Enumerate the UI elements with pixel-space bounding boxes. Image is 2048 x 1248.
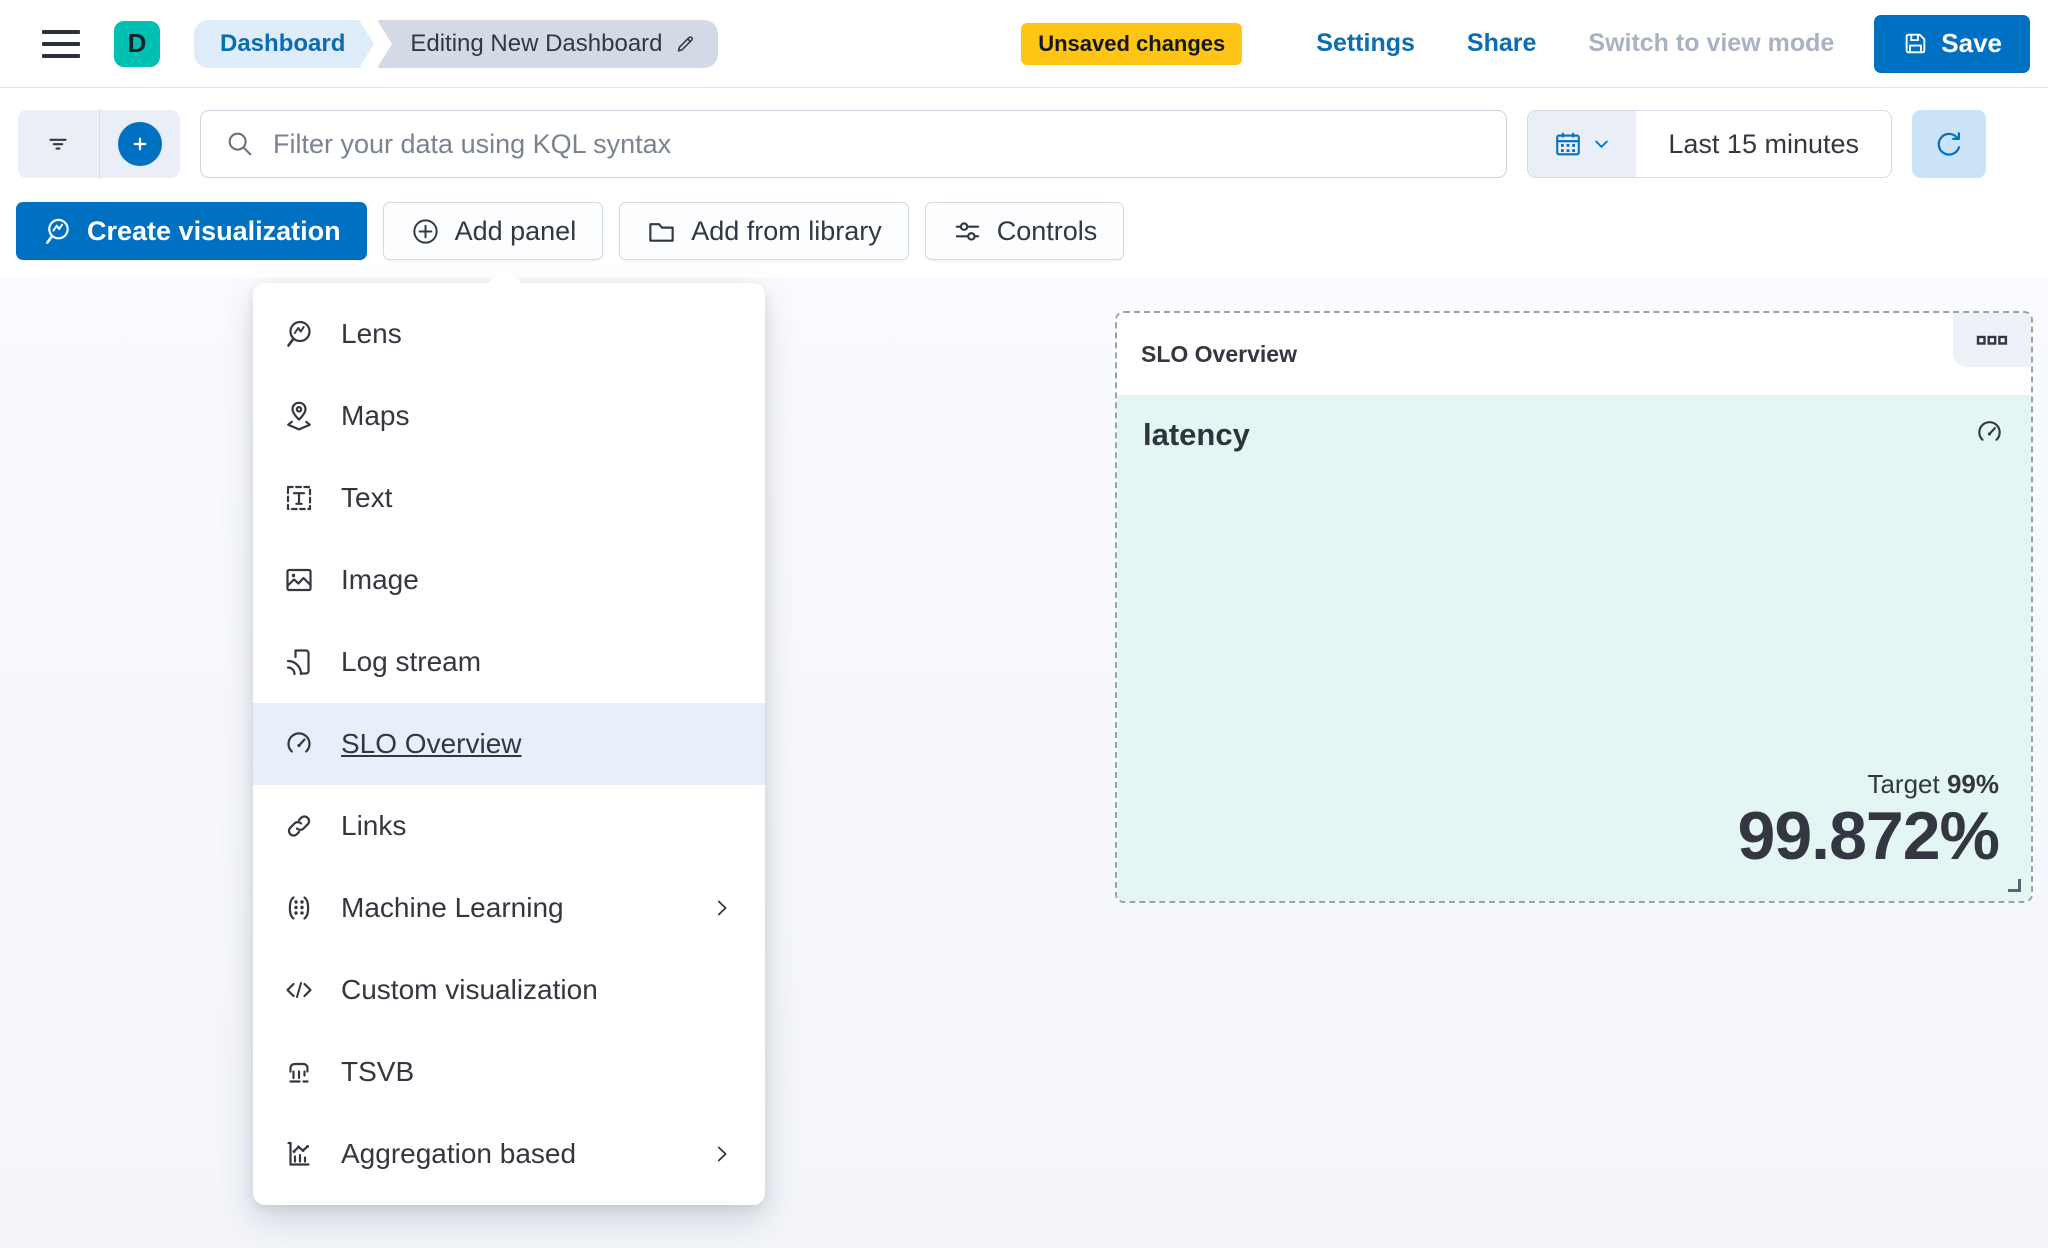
- panel-menu-item-custom-visualization[interactable]: Custom visualization: [253, 949, 765, 1031]
- log-stream-icon: [283, 646, 315, 678]
- link-icon: [283, 810, 315, 842]
- filter-icon-button[interactable]: [18, 110, 99, 178]
- dashboard-toolbar: Create visualization Add panel Add from …: [0, 200, 2048, 278]
- save-button-label: Save: [1941, 28, 2002, 58]
- panel-menu-item-aggregation-based[interactable]: Aggregation based: [253, 1113, 765, 1195]
- panel-menu-item-links[interactable]: Links: [253, 785, 765, 867]
- header-bar: D Dashboard Editing New Dashboard Unsave…: [0, 0, 2048, 88]
- boxes-horizontal-icon: [1975, 323, 2009, 357]
- save-button[interactable]: Save: [1874, 14, 2030, 73]
- add-panel-menu: Lens Maps Text Image Log stream SLO Over…: [253, 267, 765, 1205]
- share-link[interactable]: Share: [1466, 29, 1537, 57]
- panel-title: SLO Overview: [1141, 340, 1297, 367]
- panel-menu-item-maps[interactable]: Maps: [253, 375, 765, 457]
- add-panel-button[interactable]: Add panel: [382, 202, 604, 260]
- kql-search-input[interactable]: [273, 128, 1483, 160]
- menu-item-label: TSVB: [341, 1056, 415, 1087]
- menu-item-label: Image: [341, 564, 419, 595]
- breadcrumb-current-label: Editing New Dashboard: [410, 29, 663, 57]
- gauge-icon: [283, 728, 315, 760]
- breadcrumb-current[interactable]: Editing New Dashboard: [377, 19, 718, 68]
- menu-item-label: Text: [341, 482, 393, 513]
- menu-item-label: Log stream: [341, 646, 482, 677]
- text-icon: [283, 482, 315, 514]
- chevron-right-icon: [709, 895, 735, 921]
- space-avatar[interactable]: D: [114, 20, 160, 67]
- breadcrumb: Dashboard Editing New Dashboard: [194, 19, 718, 68]
- filter-icon: [43, 129, 73, 159]
- time-picker-calendar-button[interactable]: [1528, 111, 1637, 177]
- folder-icon: [646, 216, 677, 247]
- time-picker: Last 15 minutes: [1527, 110, 1892, 178]
- refresh-button[interactable]: [1912, 110, 1986, 178]
- calendar-icon: [1553, 129, 1583, 159]
- edit-pencil-icon: [673, 31, 698, 56]
- slo-target: Target 99%: [1867, 768, 1999, 799]
- menu-item-label: Maps: [341, 400, 410, 431]
- chevron-right-icon: [709, 1141, 735, 1167]
- add-panel-label: Add panel: [454, 215, 577, 246]
- breadcrumb-dashboard[interactable]: Dashboard: [194, 19, 375, 68]
- menu-item-label: SLO Overview: [341, 728, 522, 759]
- controls-button[interactable]: Controls: [924, 202, 1125, 260]
- panel-menu-item-image[interactable]: Image: [253, 539, 765, 621]
- controls-label: Controls: [996, 215, 1098, 246]
- panel-resize-handle[interactable]: [2008, 879, 2021, 892]
- filter-controls-group: [18, 110, 180, 178]
- plus-in-circle-icon: [410, 216, 441, 247]
- panel-menu-item-lens[interactable]: Lens: [253, 293, 765, 375]
- menu-item-label: Machine Learning: [341, 892, 564, 923]
- kql-search-box[interactable]: [200, 110, 1508, 178]
- slo-metric-body: latency Target 99% 99.872%: [1117, 395, 2031, 901]
- query-bar: Last 15 minutes: [0, 88, 2048, 200]
- tsvb-icon: [283, 1056, 315, 1088]
- menu-item-label: Custom visualization: [341, 974, 598, 1005]
- machine-learning-icon: [283, 892, 315, 924]
- search-icon: [225, 129, 255, 159]
- gauge-icon: [1974, 417, 2005, 448]
- sliders-icon: [952, 216, 983, 247]
- menu-hamburger-icon[interactable]: [42, 29, 80, 58]
- unsaved-changes-badge: Unsaved changes: [1021, 22, 1243, 65]
- lens-icon: [42, 216, 73, 247]
- panel-menu-item-slo-overview[interactable]: SLO Overview: [253, 703, 765, 785]
- add-from-library-label: Add from library: [691, 215, 882, 246]
- menu-item-label: Lens: [341, 318, 402, 349]
- panel-header[interactable]: SLO Overview: [1117, 313, 2031, 395]
- slo-overview-panel[interactable]: SLO Overview latency Target 99% 99.872%: [1115, 311, 2033, 903]
- maps-icon: [283, 400, 315, 432]
- panel-menu-item-tsvb[interactable]: TSVB: [253, 1031, 765, 1113]
- panel-menu-item-text[interactable]: Text: [253, 457, 765, 539]
- lens-icon: [283, 318, 315, 350]
- settings-link[interactable]: Settings: [1316, 29, 1415, 57]
- slo-value: 99.872%: [1737, 797, 2000, 874]
- create-visualization-label: Create visualization: [87, 215, 341, 246]
- add-filter-button[interactable]: [98, 110, 181, 178]
- menu-item-label: Aggregation based: [341, 1138, 577, 1169]
- image-icon: [283, 564, 315, 596]
- code-icon: [283, 974, 315, 1006]
- chevron-down-icon: [1592, 135, 1611, 154]
- panel-context-menu-button[interactable]: [1953, 313, 2031, 367]
- add-from-library-button[interactable]: Add from library: [619, 202, 909, 260]
- create-visualization-button[interactable]: Create visualization: [16, 202, 367, 260]
- switch-to-view-mode-link[interactable]: Switch to view mode: [1588, 29, 1835, 57]
- panel-menu-item-machine-learning[interactable]: Machine Learning: [253, 867, 765, 949]
- panel-menu-item-log-stream[interactable]: Log stream: [253, 621, 765, 703]
- menu-item-label: Links: [341, 810, 407, 841]
- slo-name: latency: [1143, 417, 1250, 452]
- aggregation-chart-icon: [283, 1138, 315, 1170]
- plus-circle-icon: [117, 122, 162, 166]
- refresh-icon: [1934, 129, 1964, 159]
- save-floppy-icon: [1902, 30, 1929, 57]
- time-range-value[interactable]: Last 15 minutes: [1636, 111, 1891, 177]
